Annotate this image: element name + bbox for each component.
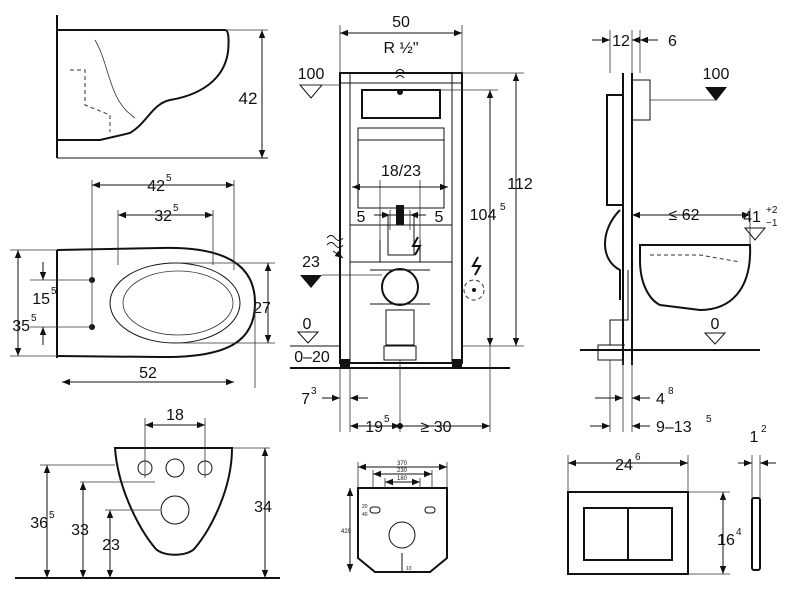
- bowl-rim: [109, 262, 241, 344]
- bowl-side-view: 42: [56, 15, 268, 159]
- mat-outlet-hole: [388, 521, 416, 549]
- outlet-connector: [381, 268, 419, 306]
- bowl-side-dashed-frame: [639, 244, 752, 312]
- dim-frame-width: 50: [392, 14, 410, 31]
- bowl-inner-line: [94, 39, 136, 119]
- water-supply-icon: [395, 69, 405, 95]
- level-top-label: 100: [298, 66, 325, 83]
- dim-total-height: 112: [507, 176, 533, 193]
- dim-outer-width-sup: 5: [166, 173, 172, 184]
- dim-rear-mid: 33: [71, 522, 89, 539]
- insulation-mat-view: 370 230 180 420 20 40 10: [341, 461, 448, 573]
- drain-pipe-end: [383, 345, 417, 361]
- dim-offset-right: 5: [435, 209, 444, 226]
- level-marker-icon: [296, 331, 320, 344]
- dim-spacing: 19: [365, 419, 383, 436]
- dim-offset-left: 5: [357, 209, 366, 226]
- bowl-hidden-trap: [70, 69, 111, 132]
- drain-pipe: [385, 309, 415, 346]
- electrical-connection-icon: [411, 236, 422, 256]
- bowl-rear-outline: [113, 447, 234, 556]
- dim-outlet-spacing: 18/23: [381, 163, 421, 180]
- dim-plate-width-sup: 6: [635, 452, 641, 463]
- dim-mat-slot-b: 40: [362, 512, 368, 518]
- frame-front-view: 50 R ½" 100 23 0 0–20 18/23 5 5 104 5 11…: [290, 14, 533, 436]
- dim-min-spacing: ≥ 30: [420, 419, 451, 436]
- bowl-side-outline: [57, 29, 230, 141]
- dim-plate-thickness: 1: [750, 429, 759, 446]
- dim-top-height: 27: [253, 300, 271, 317]
- drain-end-side: [597, 344, 624, 361]
- dim-foot-sup: 3: [311, 386, 317, 397]
- dim-offset: 15: [32, 291, 50, 308]
- level-range-label: 0–20: [294, 349, 330, 366]
- dim-side-range: 9–13: [656, 419, 692, 436]
- level-marker-icon: [703, 332, 727, 345]
- dim-bolt-spacing: 18: [166, 407, 184, 424]
- dim-side-depth-sup: 8: [668, 386, 674, 397]
- dim-mat-mid: 230: [397, 468, 408, 474]
- bowl-rear-view: 18 36 5 33 23 34: [15, 407, 280, 579]
- flush-inlet: [165, 458, 185, 478]
- dim-side-width: 12: [612, 33, 630, 50]
- dim-plate-height-sup: 4: [736, 527, 742, 538]
- outlet-hole: [160, 495, 190, 525]
- bowl-seat-opening: [122, 270, 234, 336]
- flush-plate-outline: [567, 491, 689, 575]
- dim-bowl-height-side: 41: [743, 209, 761, 226]
- cistern-side: [606, 94, 624, 206]
- dim-inner-width: 32: [154, 208, 172, 225]
- dim-spacing-sup: 5: [384, 414, 390, 425]
- dim-depth: 35: [12, 318, 30, 335]
- level-bottom-side-label: 0: [711, 316, 720, 333]
- level-marker-icon: [743, 227, 767, 241]
- bowl-top-view: 42 5 32 5 27 52 15 5 35 5: [10, 173, 275, 388]
- level-marker-icon: [298, 84, 324, 99]
- dim-mat-inner: 180: [397, 476, 408, 482]
- dim-bowl-height: 42: [239, 89, 258, 108]
- dim-rear-low: 23: [102, 537, 120, 554]
- dim-plate-thickness-sup: 2: [761, 424, 767, 435]
- dim-side-width-right: 6: [668, 33, 677, 50]
- flush-plate-side: [751, 497, 761, 571]
- frame-side-view: 12 6 100 ≤ 62 41 +2 −1 0 4 8 9–13 5: [580, 30, 778, 436]
- level-marker-icon: [300, 275, 322, 288]
- dim-inner-width-sup: 5: [173, 203, 179, 214]
- dim-offset-sup: 5: [51, 286, 57, 297]
- level-outlet-label: 23: [302, 254, 320, 271]
- dim-depth-sup: 5: [31, 313, 37, 324]
- dim-side-depth: 4: [656, 391, 665, 408]
- dimension-dot-icon: [397, 423, 403, 429]
- dim-inner-height: 104: [470, 207, 497, 224]
- dim-inner-height-sup: 5: [500, 202, 506, 213]
- flush-bend: [604, 209, 621, 300]
- level-bottom-label: 0: [303, 316, 312, 333]
- dim-length: 52: [139, 365, 157, 382]
- frame-outline: [339, 72, 463, 364]
- level-marker-icon: [705, 87, 727, 101]
- dim-foot: 7: [301, 391, 310, 408]
- dim-rear-total-sup: 5: [49, 510, 55, 521]
- dim-rear-total: 36: [30, 515, 48, 532]
- dim-mat-slot-a: 20: [362, 504, 368, 510]
- flush-plate-view: 24 6 16 4 1 2: [567, 424, 776, 575]
- electrical-connection-icon: [463, 256, 485, 301]
- bowl-top-outline: [56, 246, 257, 359]
- dim-connection: R ½": [383, 40, 418, 57]
- dim-mat-total: 370: [397, 461, 408, 467]
- dim-mat-height: 420: [341, 529, 352, 535]
- dim-rear-bowl: 34: [254, 499, 272, 516]
- flush-button-side: [631, 79, 651, 121]
- dim-mat-bottom: 10: [406, 566, 412, 572]
- dim-tol-minus: −1: [766, 218, 778, 229]
- dim-plate-height: 16: [717, 532, 735, 549]
- dim-plate-width: 24: [615, 457, 633, 474]
- dim-tol-plus: +2: [766, 205, 778, 216]
- level-top-side-label: 100: [703, 66, 730, 83]
- dim-projection: ≤ 62: [668, 207, 699, 224]
- dim-outer-width: 42: [147, 178, 165, 195]
- dim-side-range-sup: 5: [706, 414, 712, 425]
- water-supply-icon: [326, 235, 344, 259]
